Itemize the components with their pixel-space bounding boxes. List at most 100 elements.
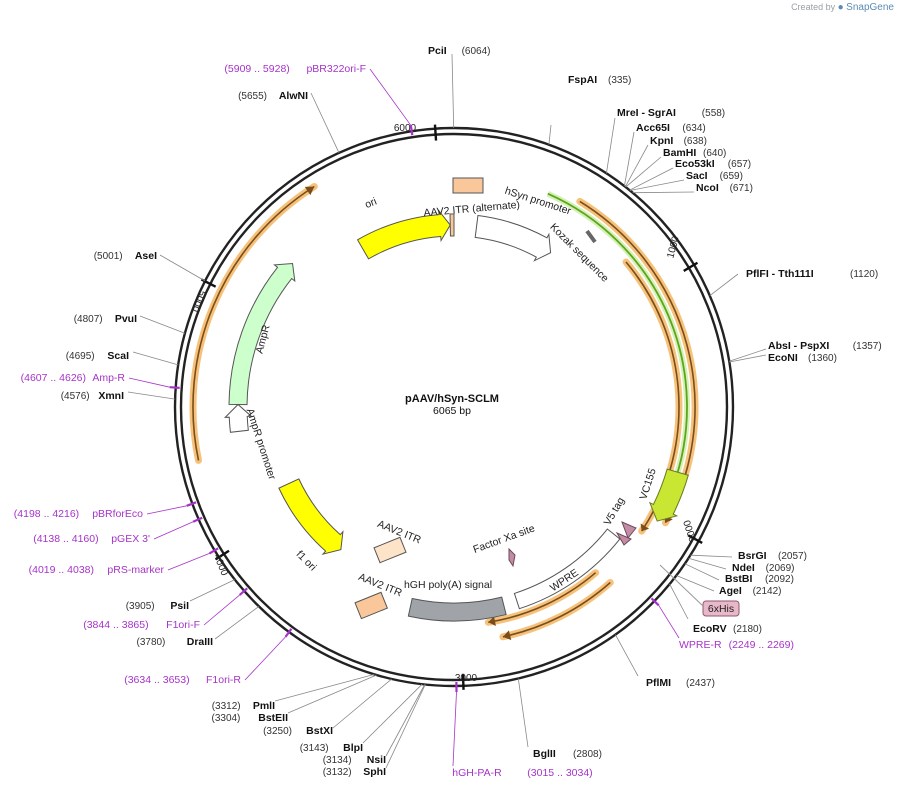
enzyme-leader	[132, 351, 179, 366]
enzyme-name: AlwNI	[279, 90, 308, 102]
tick-6000	[433, 124, 438, 141]
enzyme-name: PmlI	[253, 700, 275, 712]
enzyme-position: (3304)	[211, 713, 240, 724]
primer-leader	[128, 377, 170, 388]
enzyme-leader	[310, 92, 340, 153]
primer-leader	[658, 605, 680, 639]
enzyme-name: BsrGI	[738, 550, 767, 562]
enzyme-leader	[615, 634, 639, 677]
primer-range: (5909 .. 5928)	[224, 63, 289, 75]
enzyme-site: PmlI (3312)	[212, 700, 275, 712]
enzyme-name: PciI	[428, 45, 447, 57]
kozak-mark	[585, 229, 597, 244]
enzyme-position: (4695)	[66, 351, 95, 362]
backbone-inner	[179, 132, 729, 682]
enzyme-site: BstBI(2092)	[725, 573, 794, 585]
enzyme-name: Acc65I	[636, 122, 670, 134]
enzyme-site: BstXI (3250)	[263, 725, 333, 737]
enzyme-position: (671)	[730, 183, 753, 194]
factor-xa-label: Factor Xa site	[471, 522, 536, 555]
enzyme-site: PflMI(2437)	[646, 677, 715, 689]
primer-site: pBRforEco(4198 .. 4216)	[14, 508, 143, 520]
enzyme-leader	[548, 124, 552, 145]
primer-name: WPRE-R	[679, 639, 722, 651]
primer-site: F1ori-F(3844 .. 3865)	[83, 619, 200, 631]
enzyme-site: SacI(659)	[686, 170, 743, 182]
his-tag-badge	[702, 600, 740, 617]
enzyme-site: BstEII (3304)	[211, 712, 288, 724]
enzyme-position: (659)	[720, 171, 743, 182]
enzyme-name: EcoRV	[693, 623, 727, 635]
enzyme-position: (4576)	[61, 391, 90, 402]
primer-range: (3015 .. 3034)	[527, 767, 592, 779]
aav2-itr-alt-block	[449, 213, 455, 237]
enzyme-position: (3312)	[212, 701, 241, 712]
primer-range: (3844 .. 3865)	[83, 619, 148, 631]
enzyme-site: AlwNI(5655)	[238, 90, 308, 102]
primer-leader	[369, 68, 412, 126]
enzyme-site: PflFI - Tth111I(1120)	[746, 268, 878, 280]
hgh-polya-label: hGH poly(A) signal	[404, 579, 492, 591]
snapgene-logo-icon: ●	[837, 2, 844, 13]
tick-2000	[687, 534, 703, 545]
primer-range: (4138 .. 4160)	[33, 533, 98, 545]
aav2-itr-box-2	[354, 591, 389, 620]
enzyme-position: (3250)	[263, 726, 292, 737]
enzyme-site: EcoRV (2180)	[693, 623, 762, 635]
enzyme-name: BstXI	[306, 725, 333, 737]
enzyme-site: PsiI(3905)	[126, 600, 189, 612]
enzyme-leader	[139, 315, 186, 334]
enzyme-name: AgeI	[719, 585, 742, 597]
hgh-polya-block	[407, 596, 507, 622]
enzyme-position: (2057)	[778, 551, 807, 562]
enzyme-site: KpnI(638)	[650, 135, 707, 147]
enzyme-leader	[189, 579, 235, 602]
enzyme-position: (3132)	[323, 767, 352, 778]
enzyme-sites: PciI(6064)FspAI(335)MreI - SgrAI(558)Acc…	[61, 45, 882, 778]
enzyme-name: BstEII	[258, 712, 288, 724]
enzyme-position: (2808)	[573, 749, 602, 760]
enzyme-site: NsiI(3134)	[323, 754, 386, 766]
primer-range: (4198 .. 4216)	[14, 508, 79, 520]
enzyme-position: (4807)	[74, 314, 103, 325]
enzyme-leader	[274, 674, 375, 702]
enzyme-leader	[362, 683, 423, 744]
primer-leader	[153, 521, 194, 540]
enzyme-name: NdeI	[732, 562, 755, 574]
enzyme-leader	[451, 53, 455, 129]
enzyme-leader	[287, 674, 377, 714]
primer-mark	[409, 125, 414, 136]
enzyme-position: (1120)	[850, 269, 878, 280]
enzyme-site: DraIII(3780)	[136, 636, 213, 648]
enzyme-leader	[632, 191, 695, 194]
primer-range: (4607 .. 4626)	[21, 372, 86, 384]
enzyme-leader	[625, 156, 662, 188]
enzyme-position: (634)	[682, 123, 705, 134]
enzyme-position: (2069)	[766, 563, 795, 574]
kozak-label: Kozak sequence	[547, 221, 610, 284]
orange-feature-4-head	[502, 630, 512, 641]
enzyme-name: NsiI	[367, 754, 386, 766]
enzyme-leader	[629, 167, 674, 191]
enzyme-leader	[606, 117, 616, 174]
enzyme-site: PciI(6064)	[428, 45, 491, 57]
enzyme-name: BlpI	[343, 742, 363, 754]
primer-site: pRS-marker(4019 .. 4038)	[29, 564, 165, 576]
enzyme-name: MreI - SgrAI	[617, 107, 676, 119]
ori-label: ori	[363, 195, 378, 210]
enzyme-leader	[159, 254, 206, 282]
orange-feature-4-line	[502, 581, 611, 638]
primer-mark	[650, 597, 660, 607]
primer-leader	[146, 505, 187, 515]
enzyme-position: (2180)	[733, 624, 762, 635]
primer-name: hGH-PA-R	[452, 767, 502, 779]
enzyme-site: SphI(3132)	[323, 766, 386, 778]
enzyme-leader	[624, 131, 635, 187]
enzyme-position: (2437)	[686, 678, 715, 689]
primer-leader	[167, 553, 210, 571]
his-tag-leader	[659, 564, 704, 607]
enzyme-position: (638)	[684, 136, 707, 147]
primer-leader	[203, 594, 240, 626]
primer-leader	[244, 636, 286, 681]
